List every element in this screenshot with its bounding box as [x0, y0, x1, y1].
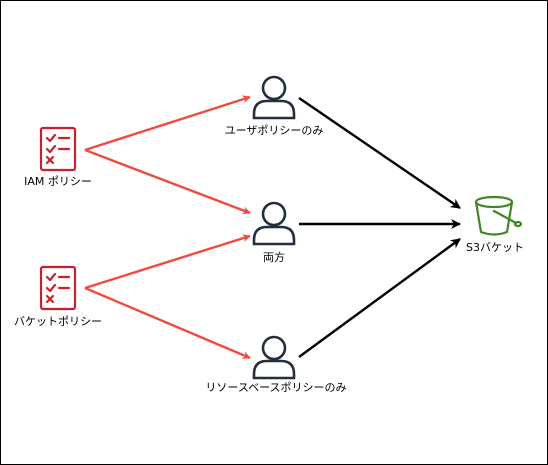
arrow-user-only-to-s3: [298, 97, 461, 209]
arrow-iam-to-user-only: [84, 95, 251, 152]
bucket-policy-checklist-icon: [39, 265, 77, 311]
user-only-user-icon: [252, 75, 296, 120]
iam-policy-label: IAM ポリシー: [24, 175, 92, 188]
user-only-label: ユーザポリシーのみ: [224, 124, 324, 137]
iam-policy-checklist-icon: [39, 126, 77, 172]
s3-bucket-icon: [474, 195, 523, 236]
resource-only-label: リソースベースポリシーのみ: [205, 381, 347, 394]
arrow-bucket-to-both: [84, 234, 251, 290]
arrow-bucket-to-resource-only: [84, 286, 251, 360]
resource-only-user-icon: [252, 335, 296, 380]
both-label: 両方: [263, 251, 285, 264]
bucket-policy-label: バケットポリシー: [14, 315, 102, 328]
arrow-iam-to-both: [84, 148, 251, 215]
arrow-resource-only-to-s3: [298, 238, 461, 358]
s3-bucket-label: S3バケット: [466, 241, 524, 254]
both-user-icon: [252, 201, 296, 246]
